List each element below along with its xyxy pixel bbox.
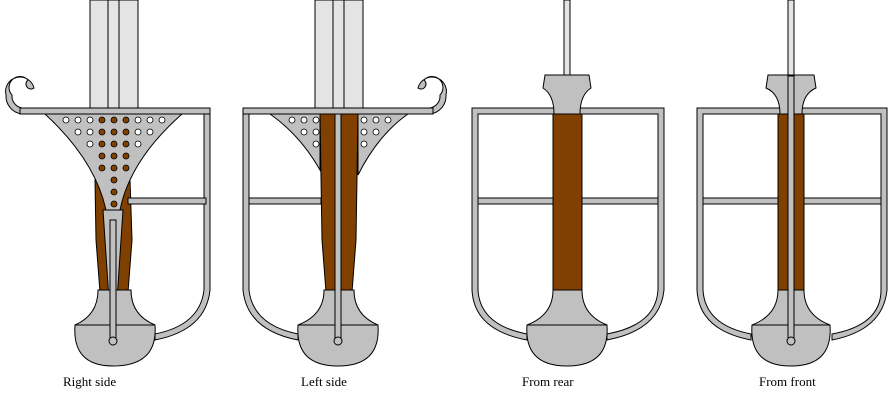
side-plate-left <box>268 113 321 172</box>
hilt-front-view <box>696 0 888 367</box>
blade <box>563 0 571 77</box>
crossguard <box>242 107 434 115</box>
blade <box>314 0 364 113</box>
hilt-right-side-view <box>5 0 211 367</box>
side-plate <box>43 113 184 211</box>
side-plate-right <box>357 113 410 176</box>
pommel-nut <box>108 336 118 346</box>
crossguard <box>19 107 211 115</box>
pommel-nut <box>333 336 343 346</box>
caption-from-rear: From rear <box>522 374 574 389</box>
plate-holes <box>288 116 392 148</box>
grip <box>552 113 583 293</box>
blade <box>89 0 139 113</box>
caption-from-front: From front <box>759 374 816 389</box>
caption-right-side: Right side <box>63 374 117 389</box>
plate-holes <box>62 116 166 208</box>
knuckle-bow <box>154 113 211 341</box>
side-bar <box>248 197 322 205</box>
pommel-nut <box>786 336 796 346</box>
ferrule <box>542 74 592 115</box>
pommel <box>526 289 608 367</box>
guard-frame <box>696 107 888 341</box>
knuckle-bow <box>242 113 299 341</box>
blade <box>787 0 795 77</box>
hilt-rear-view <box>471 0 665 367</box>
guard-frame <box>471 107 665 341</box>
hilt-left-side-view <box>242 0 447 367</box>
side-bar <box>127 197 207 205</box>
caption-left-side: Left side <box>301 374 347 389</box>
